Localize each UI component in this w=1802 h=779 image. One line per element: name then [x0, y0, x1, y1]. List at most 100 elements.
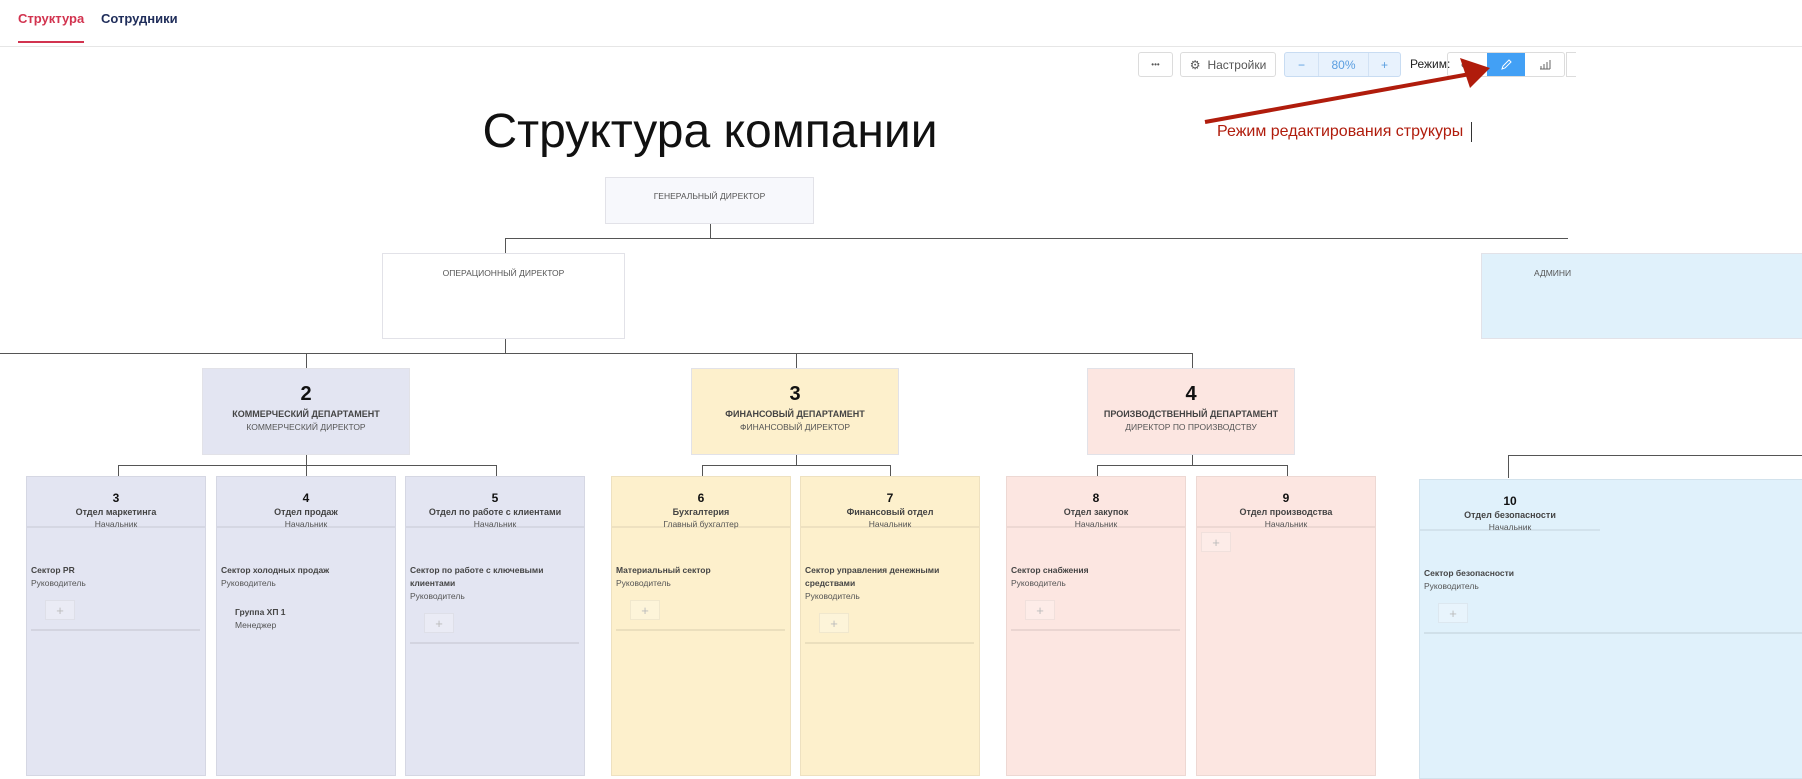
add-button[interactable]: + — [1201, 532, 1231, 552]
unit-number: 6 — [697, 491, 705, 505]
zoom-out-button[interactable]: − — [1285, 53, 1319, 76]
add-button[interactable]: + — [630, 600, 660, 620]
analytics-mode-button[interactable] — [1525, 53, 1564, 76]
unit-number: 9 — [1282, 491, 1290, 505]
unit-head: Начальник — [1264, 519, 1308, 529]
department-name: Коммерческий департамент — [232, 409, 380, 419]
department-node[interactable]: 4Производственный департаментДиректор по… — [1087, 368, 1295, 455]
node-title: Админи — [1534, 268, 1572, 278]
sector-name: Сектор управления денежными средствами — [805, 565, 940, 588]
group-name: Группа ХП 1 — [235, 607, 286, 617]
department-number: 4 — [1185, 383, 1197, 405]
connector-line — [496, 465, 497, 476]
edit-mode-button[interactable] — [1486, 53, 1526, 76]
divider — [410, 642, 579, 644]
sector-role: Руководитель — [221, 578, 276, 588]
unit-sectors: + — [1197, 532, 1375, 552]
unit-number: 8 — [1092, 491, 1100, 505]
zoom-control: − 80% + — [1284, 52, 1401, 77]
chart-icon — [1539, 60, 1551, 70]
sector-name: Сектор PR — [31, 565, 75, 575]
sector-name: Сектор холодных продаж — [221, 565, 330, 575]
sector-role: Руководитель — [616, 578, 671, 588]
unit-head: Начальник — [284, 519, 328, 529]
unit-number: 10 — [1503, 494, 1517, 508]
sector-name: Материальный сектор — [616, 565, 711, 575]
connector-line — [505, 238, 506, 253]
connector-line — [710, 224, 711, 238]
unit-name: Отдел безопасности — [1464, 510, 1556, 520]
node-ceo[interactable]: Генеральный директор — [605, 177, 814, 224]
connector-line — [0, 353, 1192, 354]
connector-line — [306, 465, 307, 476]
divider — [1011, 629, 1180, 631]
unit-head: Начальник — [94, 519, 138, 529]
add-button[interactable]: + — [45, 600, 75, 620]
gear-icon: ⚙ — [1189, 57, 1201, 72]
settings-button[interactable]: ⚙ Настройки — [1180, 52, 1276, 77]
add-button[interactable]: + — [1438, 603, 1468, 623]
tab-structure[interactable]: Структура — [18, 11, 85, 43]
connector-line — [702, 465, 703, 476]
settings-label: Настройки — [1207, 57, 1267, 72]
connector-line — [890, 465, 891, 476]
connector-line — [1287, 465, 1288, 476]
more-button[interactable]: ••• — [1138, 52, 1173, 77]
connector-line — [796, 353, 797, 368]
zoom-in-button[interactable]: + — [1380, 57, 1388, 72]
sector-role: Руководитель — [31, 578, 86, 588]
add-button[interactable]: + — [424, 613, 454, 633]
tab-employees[interactable]: Сотрудники — [101, 11, 178, 26]
connector-line — [505, 339, 506, 353]
unit-name: Отдел производства — [1239, 507, 1333, 517]
add-button[interactable]: + — [819, 613, 849, 633]
connector-line — [1508, 455, 1509, 478]
sector-name: Сектор снабжения — [1011, 565, 1089, 575]
sector-name: Сектор безопасности — [1424, 568, 1515, 578]
connector-line — [1097, 465, 1098, 476]
add-button[interactable]: + — [1025, 600, 1055, 620]
department-node[interactable]: 2Коммерческий департаментКоммерческий ди… — [202, 368, 410, 455]
connector-line — [1508, 455, 1802, 456]
node-admin[interactable]: Админи — [1481, 253, 1802, 339]
connector-line — [1192, 353, 1193, 368]
connector-line — [118, 465, 119, 476]
unit-head: Начальник — [1074, 519, 1118, 529]
divider — [31, 629, 200, 631]
department-number: 2 — [300, 383, 312, 405]
unit-number: 4 — [302, 491, 310, 505]
node-coo[interactable]: Операционный директор — [382, 253, 625, 339]
unit-head: Начальник — [868, 519, 912, 529]
connector-line — [1192, 455, 1193, 465]
divider — [616, 629, 785, 631]
unit-name: Отдел продаж — [274, 507, 338, 517]
department-number: 3 — [789, 383, 801, 405]
department-node[interactable]: 3Финансовый департаментФинансовый директ… — [691, 368, 899, 455]
annotation-arrow — [1204, 58, 1490, 124]
divider — [1424, 632, 1802, 634]
extra-button[interactable] — [1566, 52, 1576, 77]
connector-line — [702, 465, 890, 466]
unit-head: Начальник — [1488, 522, 1532, 532]
unit-head: Главный бухгалтер — [663, 519, 739, 529]
